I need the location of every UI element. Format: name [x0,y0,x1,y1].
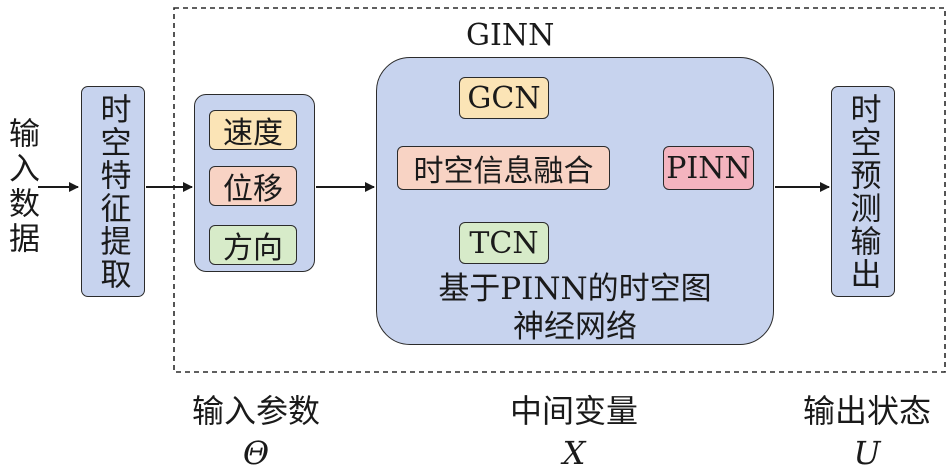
ginn-panel [376,57,774,345]
ginn-dashed-boundary [173,7,946,373]
ginn-caption-line1: 基于PINN的时空图 [438,271,712,307]
fusion-text: 时空信息融合 [413,154,594,189]
bottom-label-intermediate: 中间变量 X [484,386,664,472]
ginn-caption-line2: 神经网络 [513,309,637,345]
prediction-output-text: 时空预测输出 [844,92,881,291]
displacement-text: 位移 [223,172,283,207]
fusion-box: 时空信息融合 [397,146,610,190]
theta-symbol: Θ [242,434,270,472]
bottom-label-output-state: 输出状态 U [783,386,951,472]
speed-param: 速度 [209,110,297,151]
feature-extraction-box: 时空特征提取 [81,86,145,297]
feature-extraction-text: 时空特征提取 [94,92,131,291]
intermediate-caption: 中间变量 [509,392,638,430]
gcn-text: GCN [467,80,541,116]
input-data-text: 输入数据 [2,117,39,257]
direction-text: 方向 [223,231,283,266]
x-symbol: X [562,434,586,472]
input-data-label: 输入数据 [2,112,39,262]
bottom-label-input-params: 输入参数 Θ [166,386,346,472]
gcn-box: GCN [459,77,549,119]
direction-param: 方向 [209,225,297,266]
tcn-text: TCN [469,225,539,261]
tcn-box: TCN [459,222,549,264]
input-params-caption: 输入参数 [191,392,320,430]
ginn-title: GINN [466,18,555,53]
ginn-caption: 基于PINN的时空图 神经网络 [376,270,774,346]
speed-text: 速度 [223,116,283,151]
pinn-text: PINN [666,150,751,186]
u-symbol: U [853,434,881,472]
prediction-output-box: 时空预测输出 [831,86,895,297]
pinn-box: PINN [663,146,754,190]
displacement-param: 位移 [209,166,297,207]
output-state-caption: 输出状态 [802,392,931,430]
